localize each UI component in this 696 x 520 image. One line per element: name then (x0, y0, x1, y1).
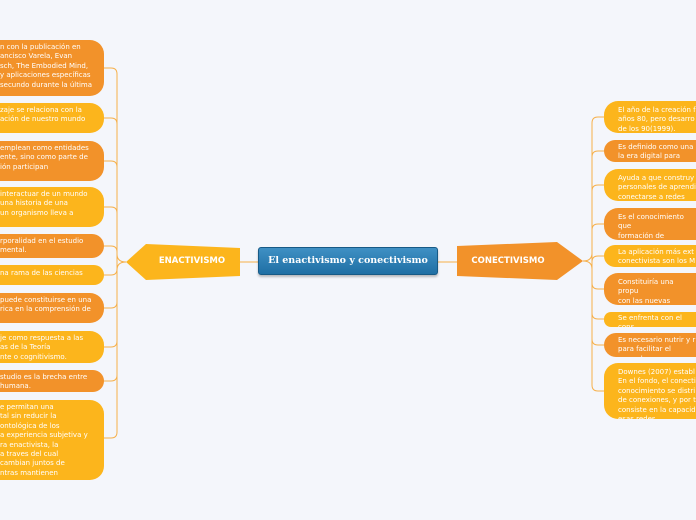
conectivismo-topic-3[interactable]: Ayuda a que construy personales de apren… (604, 169, 696, 201)
enactivismo-branch-label[interactable]: ENACTIVISMO (158, 256, 226, 266)
enactivismo-topic-9[interactable]: studio es la brecha entre humana. (0, 370, 104, 392)
conectivismo-branch-shape[interactable] (457, 242, 583, 280)
conectivismo-branch-label[interactable]: CONECTIVISMO (471, 256, 545, 266)
conectivismo-topic-6[interactable]: Constituiría una propu con las nuevas re… (604, 273, 696, 305)
central-topic[interactable]: El enactivismo y conectivismo (258, 247, 438, 275)
enactivismo-branch-shape[interactable] (126, 244, 240, 280)
enactivismo-topic-5[interactable]: rporalidad en el estudio mental. (0, 234, 104, 258)
enactivismo-topic-7[interactable]: puede constituirse en una rica en la com… (0, 293, 104, 323)
enactivismo-topic-8[interactable]: je como respuesta a las as de la Teoría … (0, 331, 104, 363)
conectivismo-topic-9[interactable]: Downes (2007) establ En el fondo, el con… (604, 363, 696, 419)
conectivismo-topic-5[interactable]: La aplicación más ext conectivista son l… (604, 245, 696, 267)
conectivismo-topic-2[interactable]: Es definido como una la era digital para… (604, 140, 696, 162)
enactivismo-topic-6[interactable]: na rama de las ciencias (0, 265, 104, 285)
enactivismo-topic-2[interactable]: zaje se relaciona con la ación de nuestr… (0, 103, 104, 133)
enactivismo-topic-4[interactable]: interactuar de un mundo una historia de … (0, 187, 104, 227)
conectivismo-topic-4[interactable]: Es el conocimiento que formación de cone… (604, 208, 696, 240)
enactivismo-topic-1[interactable]: n con la publicación en ancisco Varela, … (0, 40, 104, 96)
enactivismo-topic-3[interactable]: emplean como entidades ente, sino como p… (0, 141, 104, 181)
conectivismo-topic-8[interactable]: Es necesario nutrir y r para facilitar e… (604, 333, 696, 357)
conectivismo-topic-7[interactable]: Se enfrenta con el cons (604, 312, 696, 327)
enactivismo-topic-10[interactable]: e permitan una tal sin reducir la ontoló… (0, 400, 104, 480)
conectivismo-topic-1[interactable]: El año de la creación f años 80, pero de… (604, 101, 696, 133)
